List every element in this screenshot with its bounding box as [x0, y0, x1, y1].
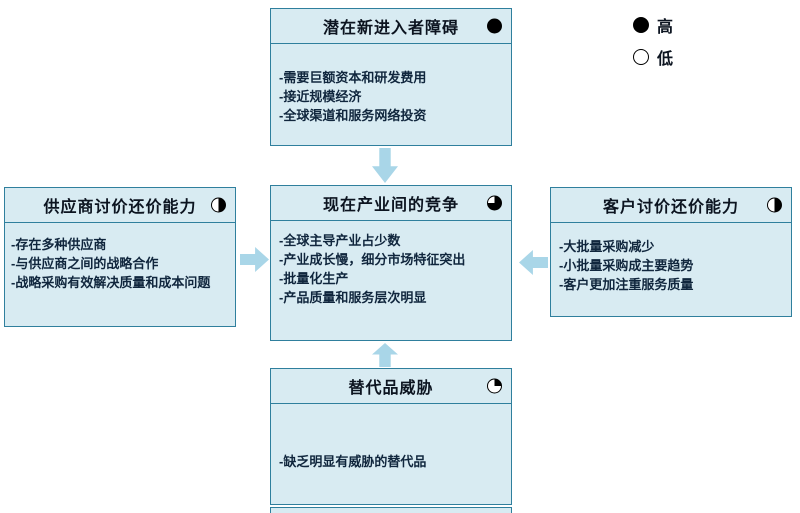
box-customer-bargaining-power: 客户讨价还价能力 -大批量采购减少 -小批量采购成主要趋势 -客户更加注重服务质…: [550, 187, 792, 317]
box-body: -全球主导产业占少数 -产业成长慢，细分市场特征突出 -批量化生产 -产品质量和…: [271, 221, 511, 307]
list-item: -战略采购有效解决质量和成本问题: [11, 275, 211, 290]
level-indicator-icon: [487, 195, 502, 211]
legend-low-label: 低: [657, 51, 674, 68]
box-body: -需要巨额资本和研发费用 -接近规模经济 -全球渠道和服务网络投资: [271, 44, 511, 125]
list-item: -全球主导产业占少数: [279, 233, 401, 248]
list-item: -批量化生产: [279, 271, 349, 286]
level-indicator-icon: [767, 197, 782, 213]
box-body: -大批量采购减少 -小批量采购成主要趋势 -客户更加注重服务质量: [551, 223, 791, 294]
legend-high-label: 高: [657, 19, 674, 36]
box-title: 潜在新进入者障碍: [322, 20, 459, 37]
box-title: 替代品威胁: [348, 380, 434, 397]
list-item: -大批量采购减少: [559, 239, 655, 254]
box-title-row: 供应商讨价还价能力: [5, 188, 235, 223]
box-supplier-bargaining-power: 供应商讨价还价能力 -存在多种供应商 -与供应商之间的战略合作 -战略采购有效解…: [4, 187, 236, 327]
list-item: -产业成长慢，细分市场特征突出: [279, 252, 466, 267]
list-item: -客户更加注重服务质量: [559, 277, 694, 292]
box-substitute-threat: 替代品威胁 -缺乏明显有威胁的替代品: [270, 368, 512, 505]
level-indicator-icon: [487, 18, 502, 34]
arrow-up-icon: [372, 343, 398, 367]
list-item: -缺乏明显有威胁的替代品: [279, 454, 427, 469]
list-item: -接近规模经济: [279, 89, 362, 104]
box-body: -存在多种供应商 -与供应商之间的战略合作 -战略采购有效解决质量和成本问题: [5, 223, 235, 292]
list-item: -产品质量和服务层次明显: [279, 290, 427, 305]
list-item: -小批量采购成主要趋势: [559, 258, 694, 273]
level-indicator-icon: [487, 378, 502, 394]
arrow-down-icon: [372, 148, 398, 183]
level-indicator-icon: [211, 197, 226, 213]
legend-low: 低: [633, 46, 673, 68]
box-title: 供应商讨价还价能力: [43, 199, 197, 216]
list-item: -全球渠道和服务网络投资: [279, 108, 427, 123]
box-title-row: 潜在新进入者障碍: [271, 9, 511, 44]
list-item: -需要巨额资本和研发费用: [279, 70, 427, 85]
box-title: 现在产业间的竞争: [322, 197, 459, 214]
box-title-row: 替代品威胁: [271, 369, 511, 404]
box-new-entrants-barriers: 潜在新进入者障碍 -需要巨额资本和研发费用 -接近规模经济 -全球渠道和服务网络…: [270, 8, 512, 146]
legend: 高 低: [633, 14, 673, 78]
list-item: -存在多种供应商: [11, 237, 107, 252]
arrow-left-icon: [519, 250, 548, 275]
empty-circle-icon: [633, 49, 649, 65]
box-title: 客户讨价还价能力: [602, 199, 739, 216]
arrow-right-icon: [240, 247, 269, 272]
box-title-row: 客户讨价还价能力: [551, 188, 791, 223]
box-industry-rivalry: 现在产业间的竞争 -全球主导产业占少数 -产业成长慢，细分市场特征突出 -批量化…: [270, 185, 512, 341]
legend-high: 高: [633, 14, 673, 36]
box-title-row: 现在产业间的竞争: [271, 186, 511, 221]
cutoff-box: [270, 507, 512, 513]
list-item: -与供应商之间的战略合作: [11, 256, 159, 271]
filled-circle-icon: [633, 17, 649, 33]
box-body: -缺乏明显有威胁的替代品: [271, 404, 511, 471]
